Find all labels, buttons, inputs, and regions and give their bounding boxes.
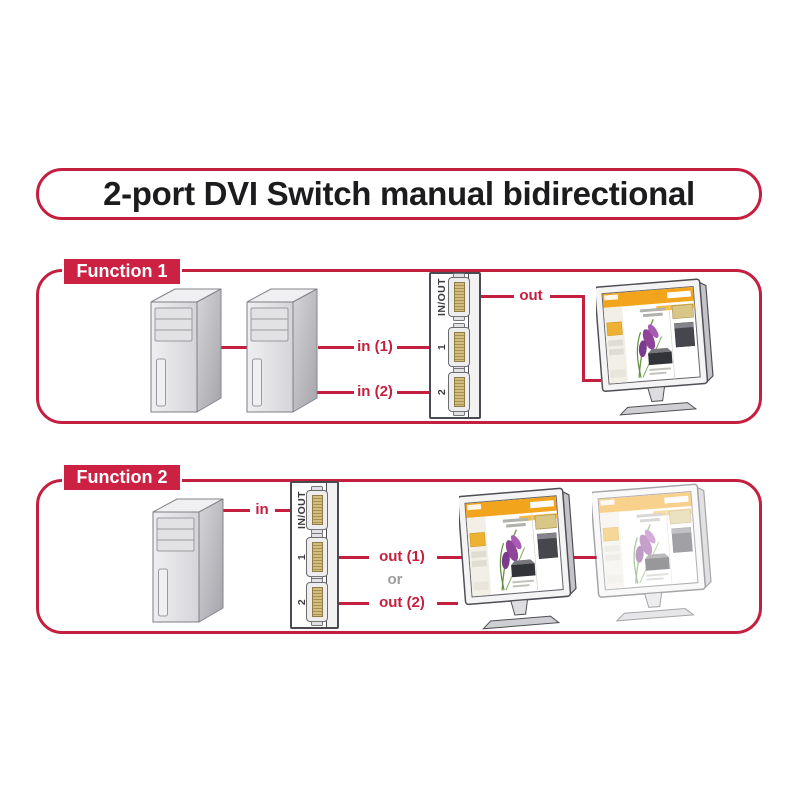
dvi-port-icon: [448, 323, 470, 371]
dvi-port-icon: [448, 368, 470, 416]
cable-label-or: or: [387, 571, 403, 588]
cable-label-out: out: [519, 287, 543, 304]
page-title: 2-port DVI Switch manual bidirectional: [36, 168, 762, 220]
cable-line: [310, 391, 354, 394]
cable-line: [397, 391, 430, 394]
computer-tower-icon: [246, 285, 318, 413]
function1-section-frame: [36, 269, 762, 424]
cable-line: [574, 556, 597, 559]
cable-line: [318, 346, 354, 349]
cable-line: [397, 346, 430, 349]
function1-label: Function 1: [62, 257, 182, 286]
function2-label: Function 2: [62, 463, 182, 492]
cable-line: [337, 556, 369, 559]
monitor-icon: [596, 276, 714, 416]
dvi-port-icon: [306, 533, 328, 581]
computer-tower-icon: [150, 285, 222, 413]
cable-line: [337, 602, 369, 605]
cable-line: [220, 346, 247, 349]
port-label-2: 2: [436, 388, 448, 396]
cable-label-in1: in (1): [357, 338, 393, 355]
dvi-port-icon: [306, 578, 328, 626]
cable-line: [480, 295, 514, 298]
cable-line: [437, 602, 458, 605]
cable-line: [582, 379, 601, 382]
monitor-2-faded-icon: [592, 481, 712, 622]
cable-label-out2: out (2): [379, 594, 425, 611]
cable-label-in: in: [255, 501, 269, 518]
cable-line: [550, 295, 585, 298]
cable-line: [437, 556, 464, 559]
cable-line: [275, 509, 292, 512]
computer-tower-icon: [152, 495, 224, 623]
cable-line: [222, 509, 250, 512]
cable-label-out1: out (1): [379, 548, 425, 565]
function2-section-frame: [36, 479, 762, 634]
dvi-port-icon: [448, 273, 470, 321]
cable-label-in2: in (2): [357, 383, 393, 400]
cable-line: [582, 295, 585, 382]
dvi-port-icon: [306, 486, 328, 534]
monitor-1-icon: [459, 485, 577, 630]
